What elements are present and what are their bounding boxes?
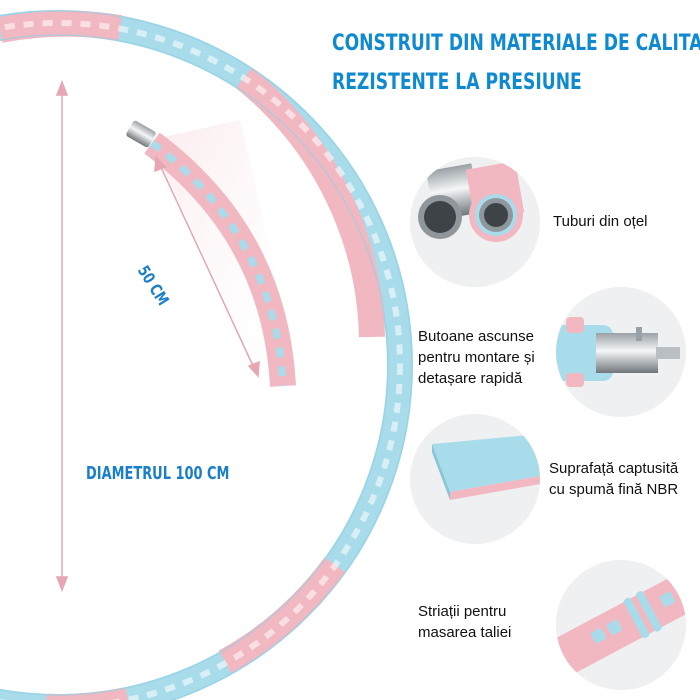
headline-line-1: CONSTRUIT DIN MATERIALE DE CALITATE	[332, 31, 700, 56]
feature-label-steel-tubes: Tuburi din oțel	[553, 213, 648, 230]
massage-ridges-icon	[556, 560, 686, 690]
feature-label-hidden-buttons: Butoane ascunse pentru montare și detașa…	[418, 328, 535, 387]
steel-tubes-icon	[410, 157, 540, 287]
feature-label-massage-ridges: Striații pentru masarea taliei	[418, 603, 512, 641]
hoop-ring	[0, 10, 413, 700]
headline-line-2: REZISTENTE LA PRESIUNE	[332, 70, 582, 95]
diameter-label: DIAMETRUL 100 CM	[86, 463, 230, 484]
hidden-button-icon	[556, 287, 686, 417]
segment-dimension-line	[154, 155, 260, 378]
detached-segment	[126, 120, 300, 390]
feature-label-nbr-foam: Suprafață captusită cu spumă fină NBR	[549, 460, 679, 498]
nbr-foam-icon	[410, 414, 540, 544]
diameter-dimension-line	[55, 79, 69, 593]
